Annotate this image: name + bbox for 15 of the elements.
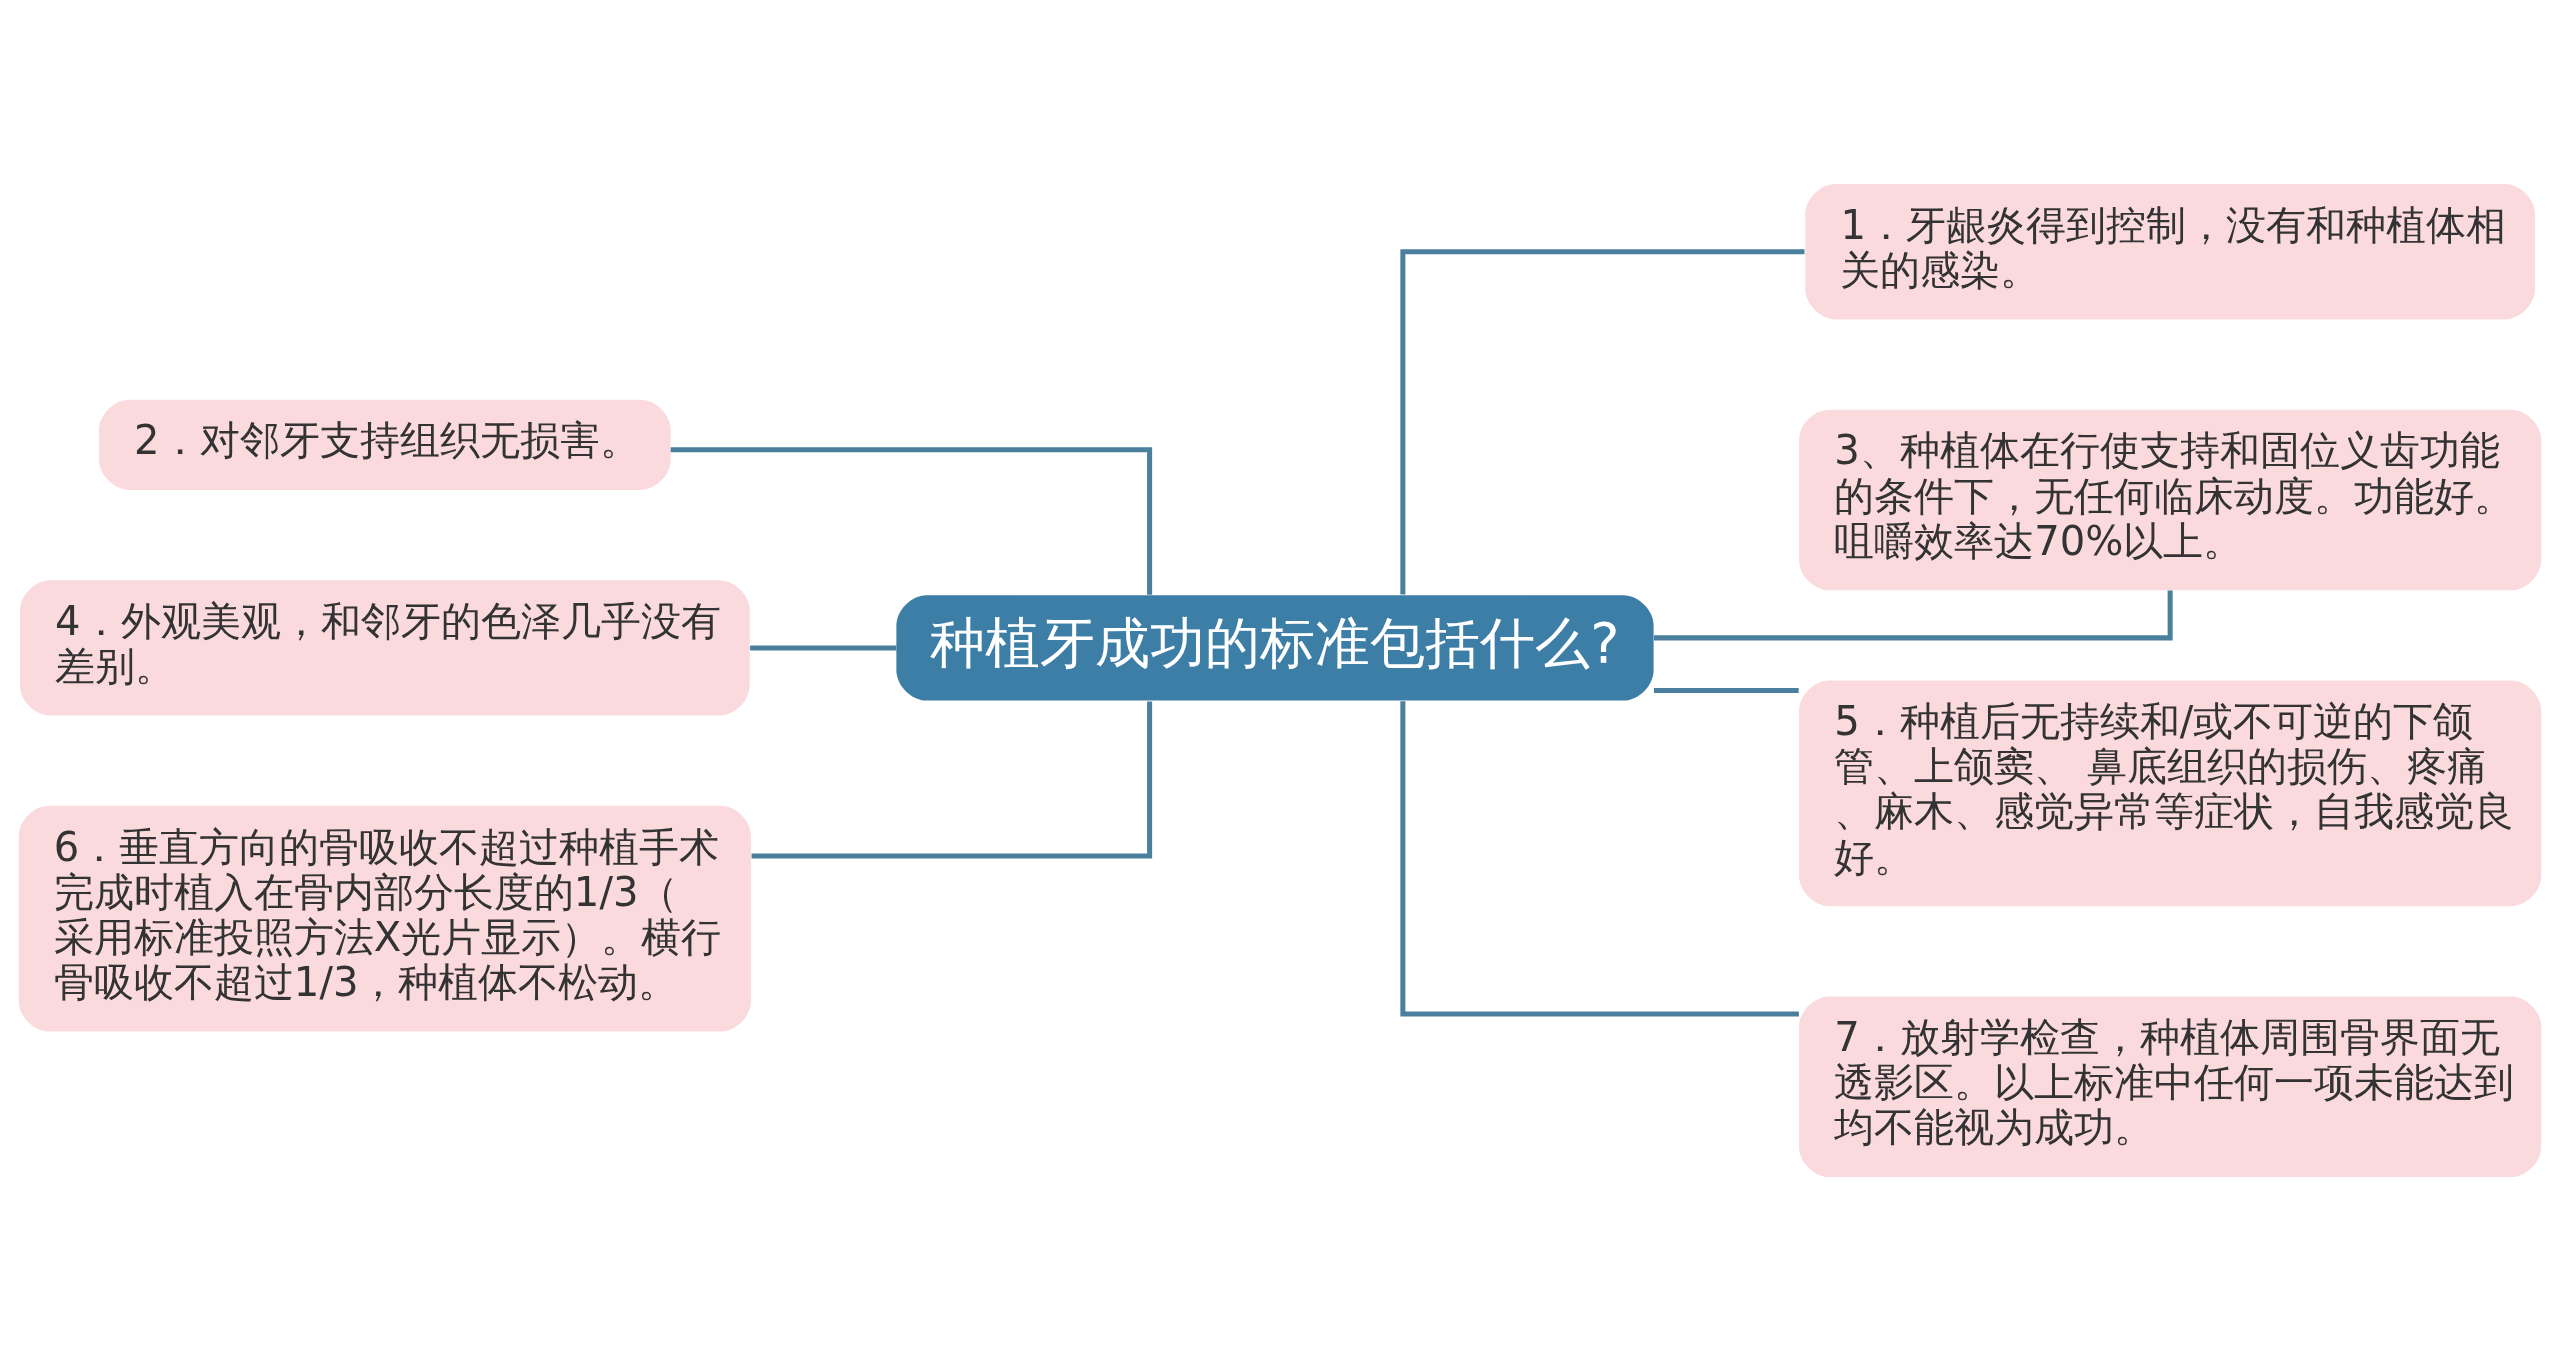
node-box: 种植牙成功的标准包括什么?	[896, 595, 1654, 701]
node-box: 2．对邻牙支持组织无损害。	[99, 399, 671, 490]
connector	[1400, 701, 1799, 1017]
connector	[1400, 249, 1805, 595]
connector	[750, 645, 897, 651]
node-box: 5．种植后无持续和/或不可逆的下颌管、上颌窦、 鼻底组织的损伤、疼痛、麻木、感觉异常等症状，自我感觉良好。	[1799, 680, 2542, 907]
connector	[1653, 688, 1799, 694]
node-box: 4．外观美观，和邻牙的色泽几乎没有差别。	[20, 580, 750, 716]
node-box: 7．放射学检查，种植体周围骨界面无透影区。以上标准中任何一项未能达到均不能视为成功。	[1799, 996, 2542, 1177]
connector	[1653, 590, 2173, 641]
connector	[670, 447, 1153, 595]
node-box: 3、种植体在行使支持和固位义齿功能的条件下，无任何临床动度。功能好。咀嚼效率达70%以上。	[1799, 409, 2542, 591]
node-box: 6．垂直方向的骨吸收不超过种植手术完成时植入在骨内部分长度的1/3（采用标准投照方法X光片显示）。横行骨吸收不超过1/3，种植体不松动。	[18, 805, 751, 1032]
node-box: 1．牙龈炎得到控制，没有和种植体相关的感染。	[1805, 184, 2535, 320]
connector	[751, 701, 1153, 859]
